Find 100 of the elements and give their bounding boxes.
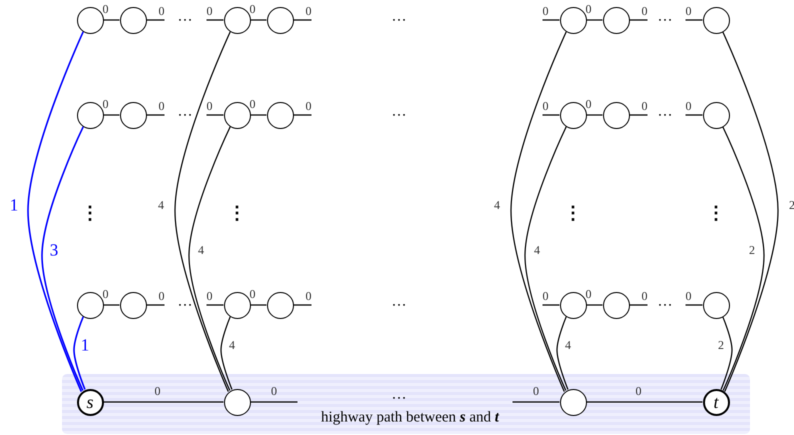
edge-line (512, 401, 560, 403)
edge-line (104, 19, 120, 21)
vertical-ellipsis: ⋮ (228, 204, 246, 222)
edge-line (294, 304, 312, 306)
edge-line (146, 19, 164, 21)
edge-line (586, 401, 702, 403)
ellipsis: … (178, 10, 194, 24)
edge-line (206, 19, 224, 21)
edge-label: 0 (306, 290, 312, 302)
circle-node (76, 6, 104, 34)
node-label: t (713, 393, 718, 411)
edge-line (104, 401, 224, 403)
curved-edge (720, 316, 733, 390)
edge-line (250, 304, 266, 306)
edge-line (686, 19, 702, 21)
circle-node (120, 6, 146, 34)
edge-label: 0 (642, 100, 648, 112)
curved-edge (41, 126, 84, 391)
edge-label: 0 (102, 3, 108, 15)
edge-label: 4 (158, 199, 164, 211)
circle-node (120, 292, 146, 318)
edge-label: 4 (229, 339, 235, 351)
edge-label: 0 (158, 5, 164, 17)
edge-line (686, 114, 702, 116)
curved-edge (510, 31, 567, 392)
edge-label: 0 (102, 288, 108, 300)
edge-label: 0 (271, 385, 277, 397)
edge-line (686, 304, 702, 306)
circle-node (702, 102, 730, 128)
edge-label: 0 (206, 290, 212, 302)
circle-node (224, 102, 250, 128)
highway-band (62, 374, 750, 434)
edge-line (630, 19, 648, 21)
edge-line (586, 114, 602, 116)
vertical-ellipsis: ⋮ (81, 204, 99, 222)
edge-label: 0 (102, 98, 108, 110)
edge-line (250, 114, 266, 116)
edge-label: 0 (306, 100, 312, 112)
edge-line (630, 114, 648, 116)
edge-label: 2 (749, 244, 755, 256)
edge-label: 0 (306, 5, 312, 17)
edge-label: 4 (494, 199, 500, 211)
edge-label: 3 (50, 242, 58, 258)
curved-edge (174, 31, 231, 392)
edge-label: 0 (586, 288, 592, 300)
circle-node (602, 292, 630, 318)
circle-node (560, 102, 586, 128)
circle-node (560, 292, 586, 318)
edge-label: 0 (250, 288, 256, 300)
edge-label: 0 (158, 100, 164, 112)
edge-label: 0 (542, 290, 548, 302)
ellipsis: … (392, 104, 408, 120)
circle-node (76, 102, 104, 128)
circle-node (224, 6, 250, 34)
terminal-node (76, 388, 104, 416)
curved-edge (556, 316, 568, 390)
edge-line (542, 304, 560, 306)
vertical-ellipsis: ⋮ (707, 204, 725, 222)
edge-line (146, 114, 164, 116)
node-label: s (86, 393, 94, 411)
circle-node (266, 292, 294, 318)
edge-line (206, 114, 224, 116)
edge-line (542, 19, 560, 21)
circle-node (702, 6, 730, 34)
circle-node (602, 102, 630, 128)
edge-label: 0 (636, 385, 642, 397)
edge-line (586, 19, 602, 21)
edge-label: 0 (642, 5, 648, 17)
circle-node (120, 102, 146, 128)
edge-label: 0 (206, 100, 212, 112)
terminal-node (702, 388, 730, 416)
edge-label: 0 (686, 290, 692, 302)
edge-label: 0 (586, 3, 592, 15)
ellipsis: … (658, 294, 674, 310)
edge-label: 0 (154, 385, 160, 397)
circle-node (602, 6, 630, 34)
ellipsis: … (392, 388, 408, 402)
edge-label: 0 (250, 98, 256, 110)
edge-line (542, 114, 560, 116)
edge-line (294, 19, 312, 21)
curved-edge (73, 316, 86, 390)
edge-label: 1 (10, 196, 18, 214)
edge-label: 2 (789, 199, 794, 211)
band-caption: highway path between s and t (321, 410, 499, 426)
circle-node (560, 6, 586, 34)
edge-label: 0 (642, 290, 648, 302)
curved-edge (27, 31, 84, 392)
edge-label: 2 (718, 339, 724, 351)
ellipsis: … (658, 104, 674, 120)
edge-label: 0 (542, 100, 548, 112)
circle-node (266, 102, 294, 128)
edge-label: 0 (686, 100, 692, 112)
edge-line (206, 304, 224, 306)
circle-node (560, 388, 586, 416)
edge-label: 1 (80, 336, 90, 354)
edge-label: 4 (198, 244, 204, 256)
edge-line (294, 114, 312, 116)
curved-edge (524, 126, 567, 391)
edge-line (630, 304, 648, 306)
ellipsis: … (392, 294, 408, 310)
